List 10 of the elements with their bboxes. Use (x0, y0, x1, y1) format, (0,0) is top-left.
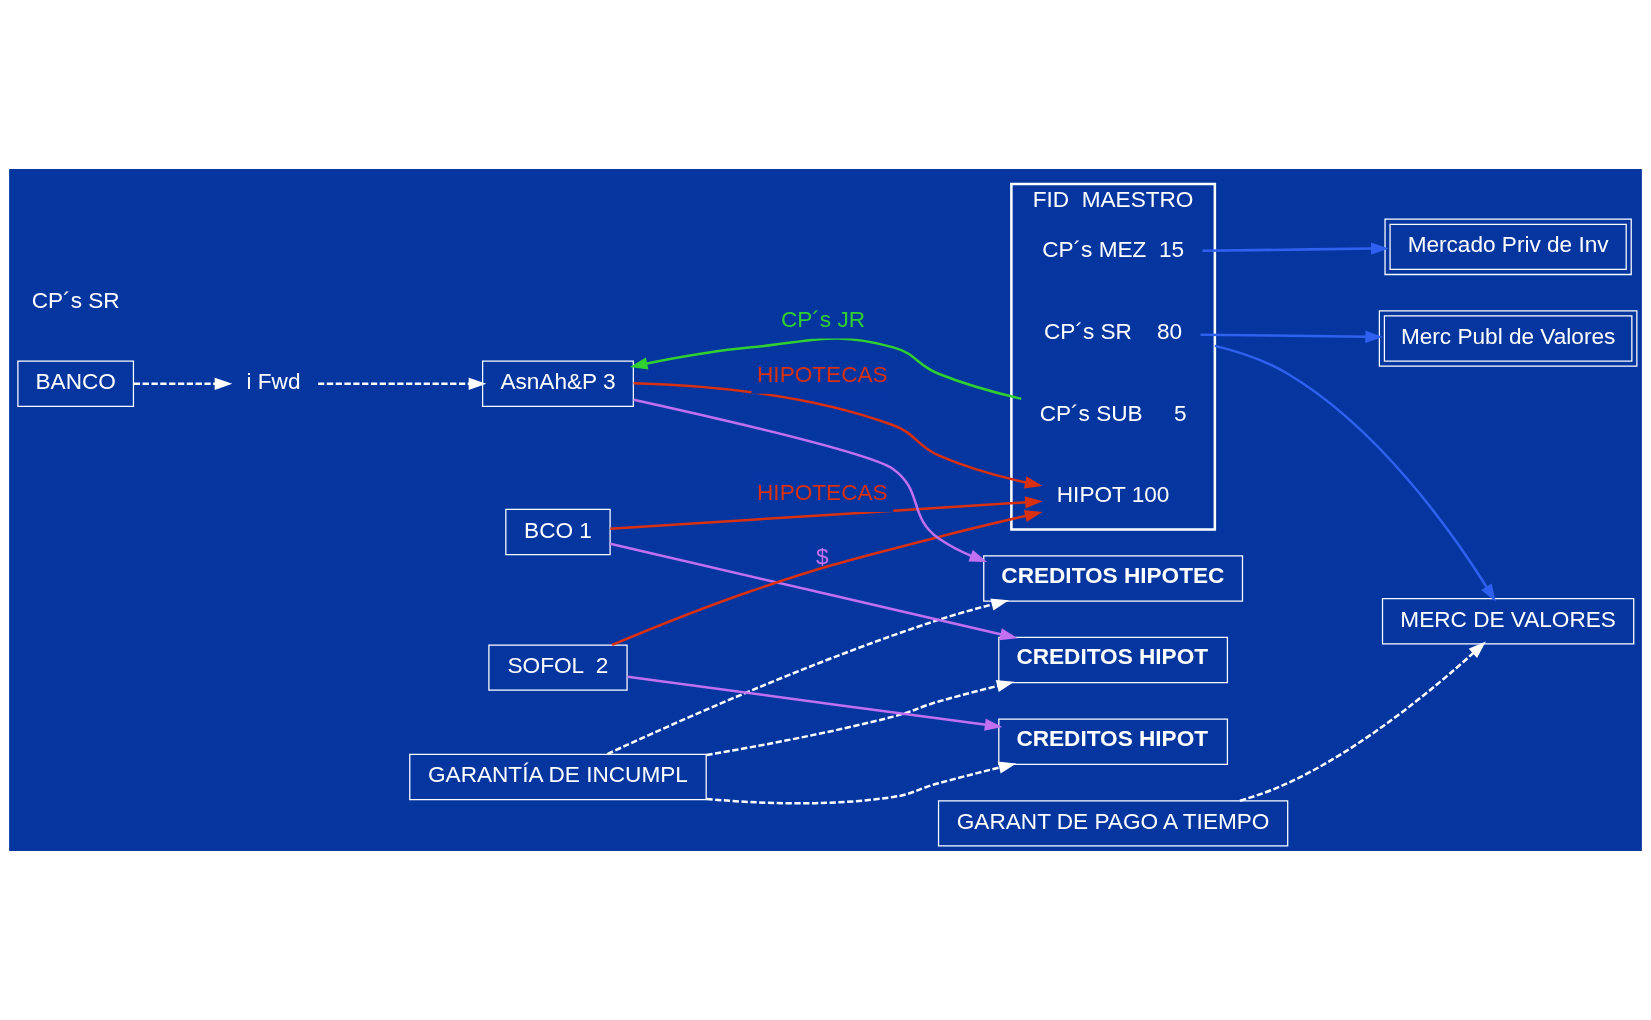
node-text: CP´s SUB 5 (1039, 400, 1187, 426)
node-text: HIPOT 100 (1056, 482, 1170, 508)
edge-label: HIPOTECAS (757, 479, 888, 505)
edge-label: HIPOTECAS (757, 361, 888, 387)
node-text: CP´s MEZ 15 (1042, 237, 1185, 263)
node-text: i Fwd (246, 369, 301, 395)
label: CP´s SR (31, 287, 120, 313)
edge-label: CP´s JR (780, 306, 866, 332)
node-text: CP´s SR 80 (1044, 319, 1183, 345)
edge-label: $ (816, 543, 829, 569)
